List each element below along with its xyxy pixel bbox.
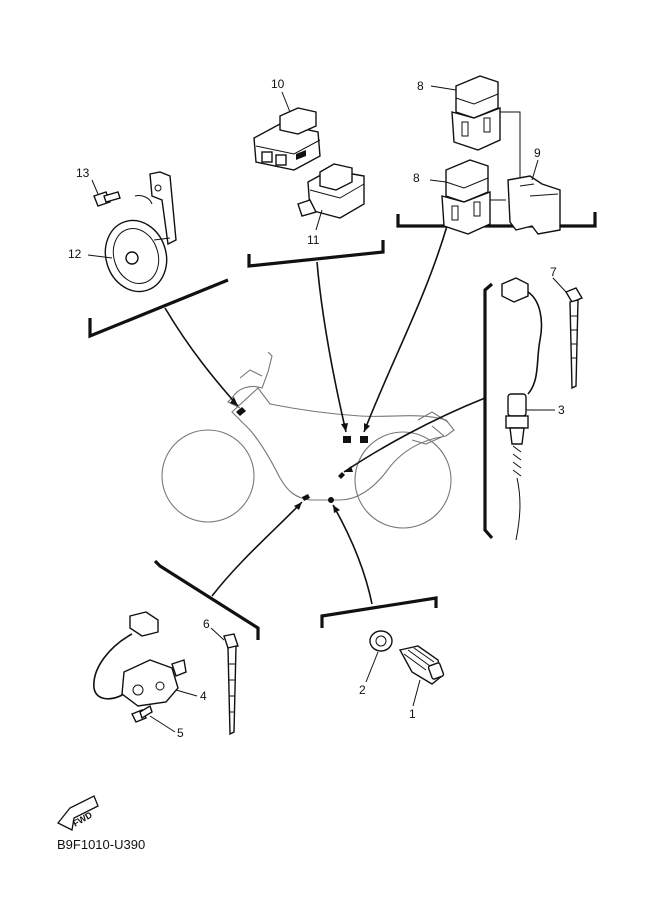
callout-8-lower: 8	[413, 171, 420, 185]
drawing-code: B9F1010-U390	[57, 837, 146, 852]
switch-1	[398, 645, 445, 685]
gasket-2	[369, 630, 393, 652]
callout-5: 5	[177, 726, 184, 740]
callout-6: 6	[203, 617, 210, 631]
relay-8-upper	[451, 75, 501, 151]
relay-bracket-9	[490, 111, 561, 235]
callout-labels: 1 2 3 4 5 6 7 8 8 9 10 11 12 13	[68, 77, 565, 740]
callout-11: 11	[307, 233, 320, 247]
coupler-10	[253, 107, 321, 171]
group-brackets	[88, 212, 597, 640]
callout-7: 7	[550, 265, 557, 279]
callout-8-upper: 8	[417, 79, 424, 93]
callout-3: 3	[558, 403, 565, 417]
coupler-11	[297, 163, 365, 219]
fwd-arrow-icon: FWD	[56, 795, 99, 831]
horn-assembly	[93, 171, 177, 293]
callout-9: 9	[534, 146, 541, 160]
callout-13: 13	[76, 166, 90, 180]
callout-2: 2	[359, 683, 366, 697]
callout-10: 10	[271, 77, 285, 91]
callout-4: 4	[200, 689, 207, 703]
screw-5	[131, 704, 153, 723]
sensor-4	[93, 611, 187, 707]
motorcycle-silhouette	[161, 351, 455, 529]
relay-8-lower	[441, 159, 491, 235]
cable-tie-6	[223, 633, 239, 736]
callout-1: 1	[409, 707, 416, 721]
callout-leaders	[87, 85, 567, 733]
callout-12: 12	[68, 247, 82, 261]
cable-tie-7	[564, 287, 584, 390]
sender-3	[501, 277, 543, 541]
location-markers	[236, 407, 368, 503]
